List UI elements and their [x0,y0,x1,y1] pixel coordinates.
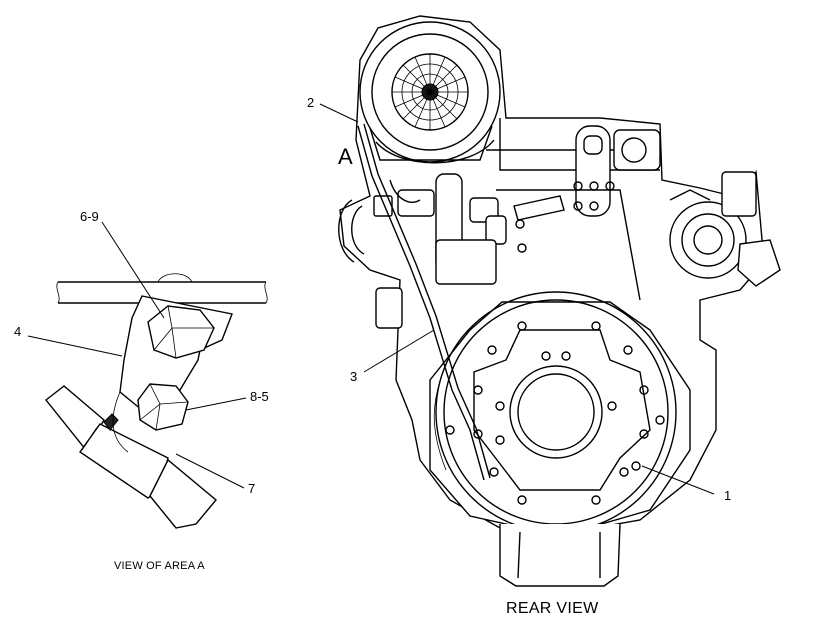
caption-rear-view: REAR VIEW [506,600,599,617]
turbocharger [669,171,781,287]
callout-6-9: 6-9 [80,209,99,224]
callout-3: 3 [350,369,358,384]
fan-housing [359,21,501,164]
detail-view-area-a [45,273,268,529]
tube-part-3 [357,125,485,481]
tube [45,385,217,529]
callout-4: 4 [14,324,22,339]
bolt-upper [147,305,215,359]
caption-view-of-area-a: VIEW OF AREA A [114,560,205,572]
leader-lines [27,103,715,495]
callout-7: 7 [248,481,256,496]
callout-a: A [338,144,353,169]
callout-2: 2 [307,95,315,110]
flywheel-housing [429,291,691,537]
nut-lower [137,383,189,431]
oil-pan [499,523,621,587]
callout-1: 1 [724,488,732,503]
engine-rear-view [338,15,781,587]
callout-8-5: 8-5 [250,389,269,404]
